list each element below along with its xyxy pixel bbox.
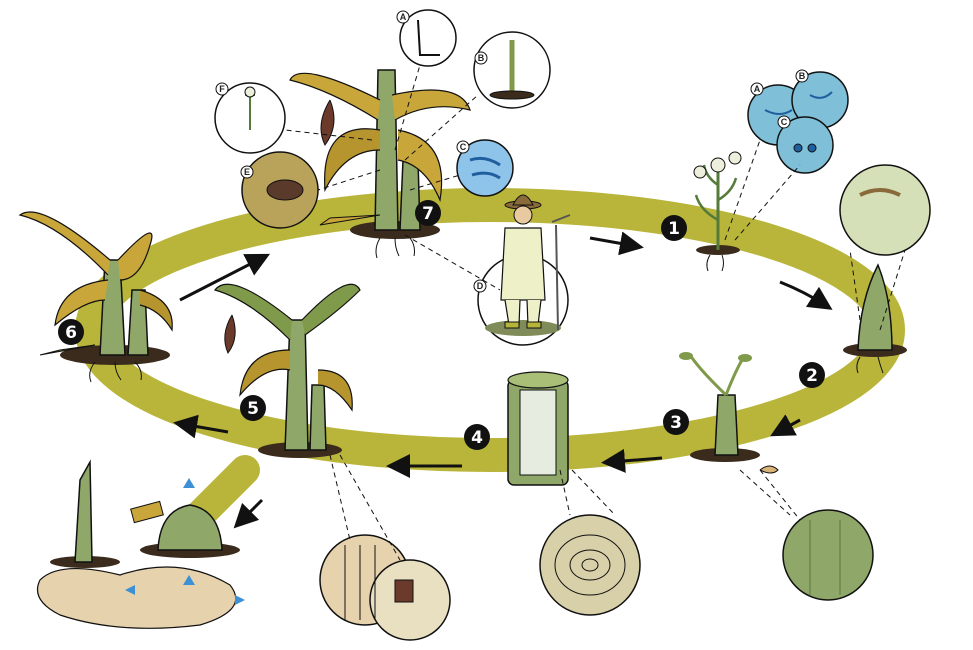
- stage-marker-6: 6: [58, 319, 84, 345]
- svg-text:C: C: [781, 117, 788, 127]
- svg-text:B: B: [799, 71, 806, 81]
- svg-text:F: F: [219, 84, 225, 94]
- svg-text:C: C: [460, 142, 467, 152]
- svg-text:4: 4: [471, 428, 483, 448]
- inset-stage2: [840, 165, 930, 255]
- svg-text:B: B: [478, 53, 485, 63]
- svg-text:1: 1: [668, 219, 680, 239]
- stage-marker-5: 5: [240, 395, 266, 421]
- stage-marker-4: 4: [464, 424, 490, 450]
- svg-text:A: A: [400, 12, 407, 22]
- svg-text:3: 3: [670, 413, 682, 433]
- arrow-1-to-2: [780, 282, 825, 305]
- svg-text:7: 7: [422, 204, 434, 224]
- svg-text:A: A: [754, 84, 761, 94]
- arrow-7-to-1: [590, 238, 635, 246]
- svg-text:5: 5: [247, 399, 259, 419]
- stage-marker-3: 3: [663, 409, 689, 435]
- svg-text:D: D: [477, 281, 484, 291]
- stage-marker-2: 2: [799, 362, 825, 388]
- svg-text:2: 2: [806, 366, 818, 386]
- stage-marker-7: 7: [415, 200, 441, 226]
- inset-stage3: [783, 510, 873, 600]
- inset-circles: [215, 10, 930, 640]
- stage-marker-1: 1: [661, 215, 687, 241]
- plant-stage-6: [20, 212, 172, 382]
- pseudostem-cylinder: [508, 372, 568, 485]
- svg-text:E: E: [244, 167, 250, 177]
- svg-text:6: 6: [65, 323, 77, 343]
- arrow-to-rhizome: [240, 500, 262, 522]
